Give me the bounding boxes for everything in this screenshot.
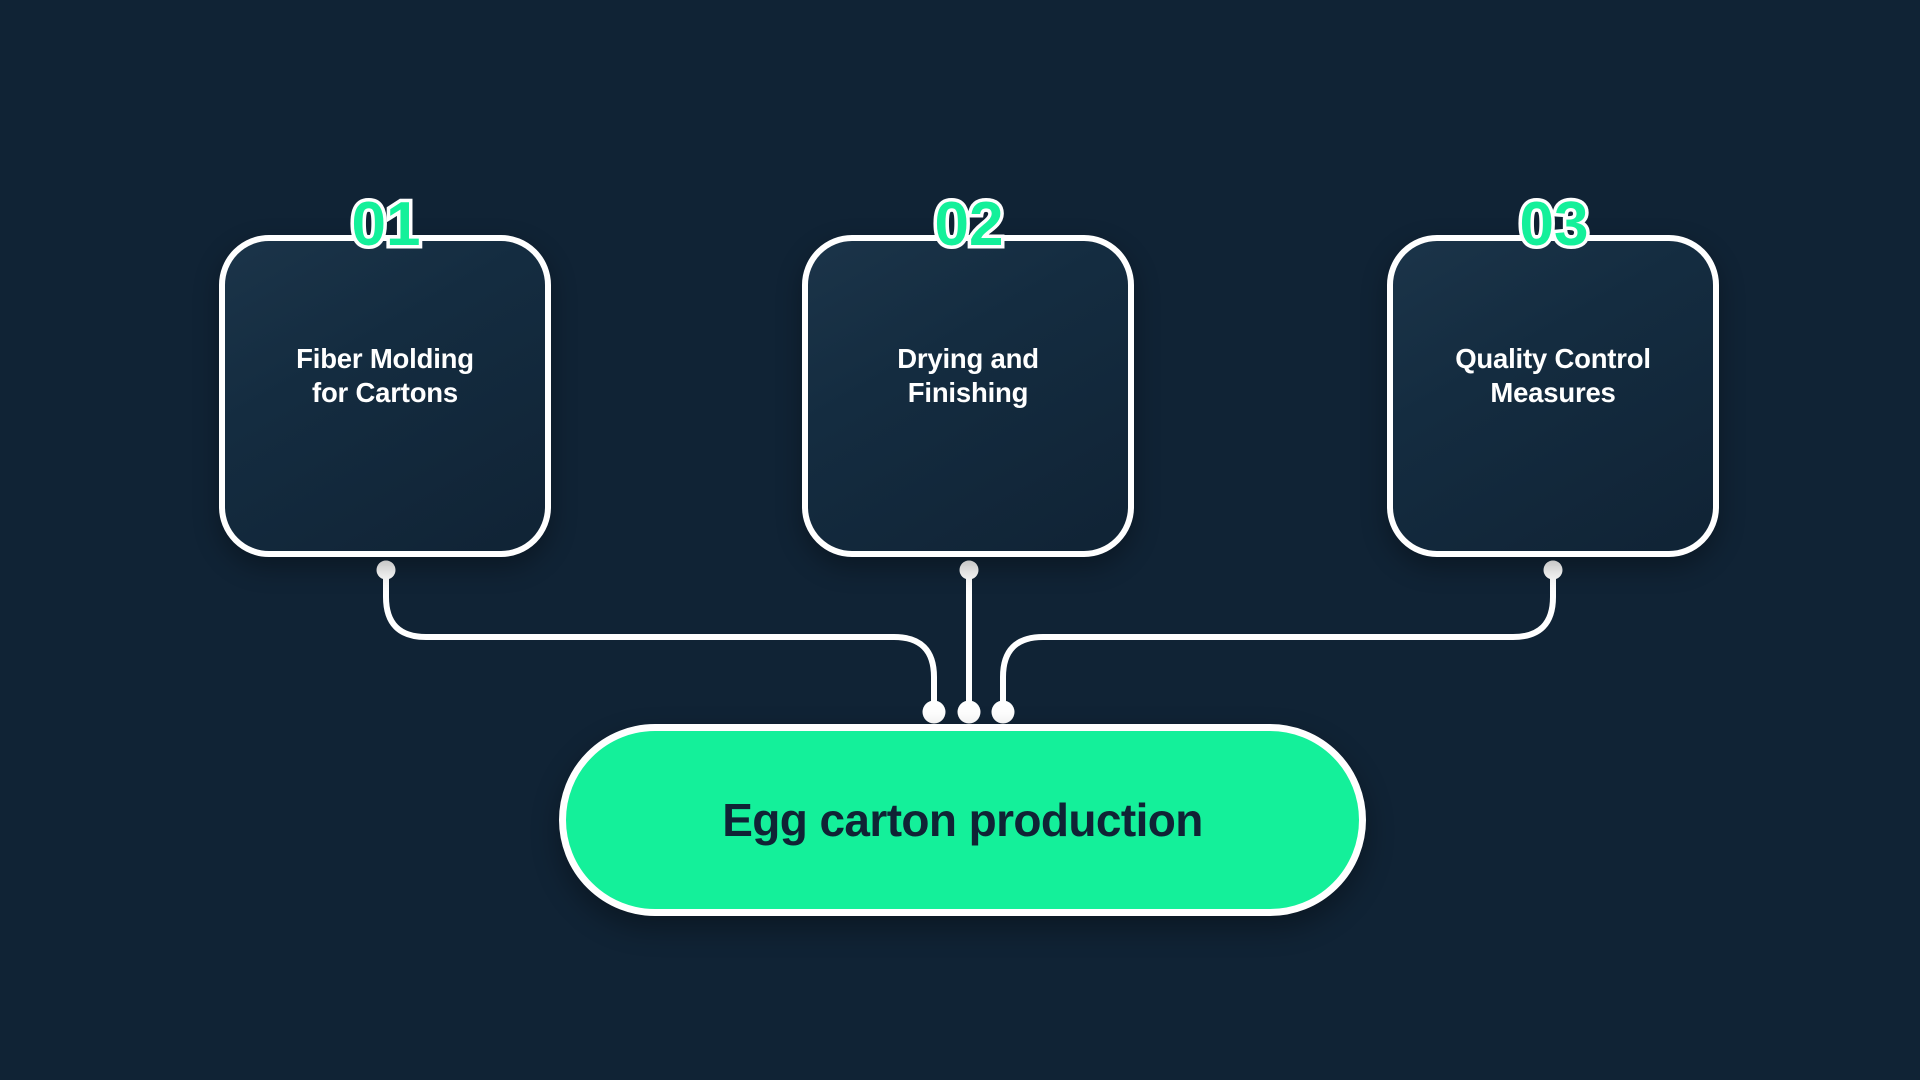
connector-dot-card-3 xyxy=(1543,560,1563,580)
step-number-badge-3: 03 xyxy=(1516,190,1592,259)
step-card-1-title: Fiber Molding for Cartons xyxy=(296,343,474,408)
step-card-2[interactable]: Drying and Finishing xyxy=(802,235,1134,557)
connector-path-step-1 xyxy=(383,567,937,715)
connector-dot-outcome-left xyxy=(922,700,946,724)
outcome-pill[interactable]: Egg carton production xyxy=(559,724,1366,916)
step-card-1[interactable]: Fiber Molding for Cartons xyxy=(219,235,551,557)
step-number-badge-1: 01 xyxy=(348,190,424,259)
connector-path-step-3 xyxy=(1000,567,1556,715)
connector-dot-card-1 xyxy=(376,560,396,580)
step-number-badge-2: 02 xyxy=(931,190,1007,259)
connector-dot-card-2 xyxy=(959,560,979,580)
step-card-3-title: Quality Control Measures xyxy=(1455,343,1651,408)
connector-dot-outcome-right xyxy=(991,700,1015,724)
connector-dot-outcome-center xyxy=(957,700,981,724)
outcome-pill-label: Egg carton production xyxy=(722,794,1203,846)
step-card-2-title: Drying and Finishing xyxy=(897,343,1039,408)
step-card-3[interactable]: Quality Control Measures xyxy=(1387,235,1719,557)
